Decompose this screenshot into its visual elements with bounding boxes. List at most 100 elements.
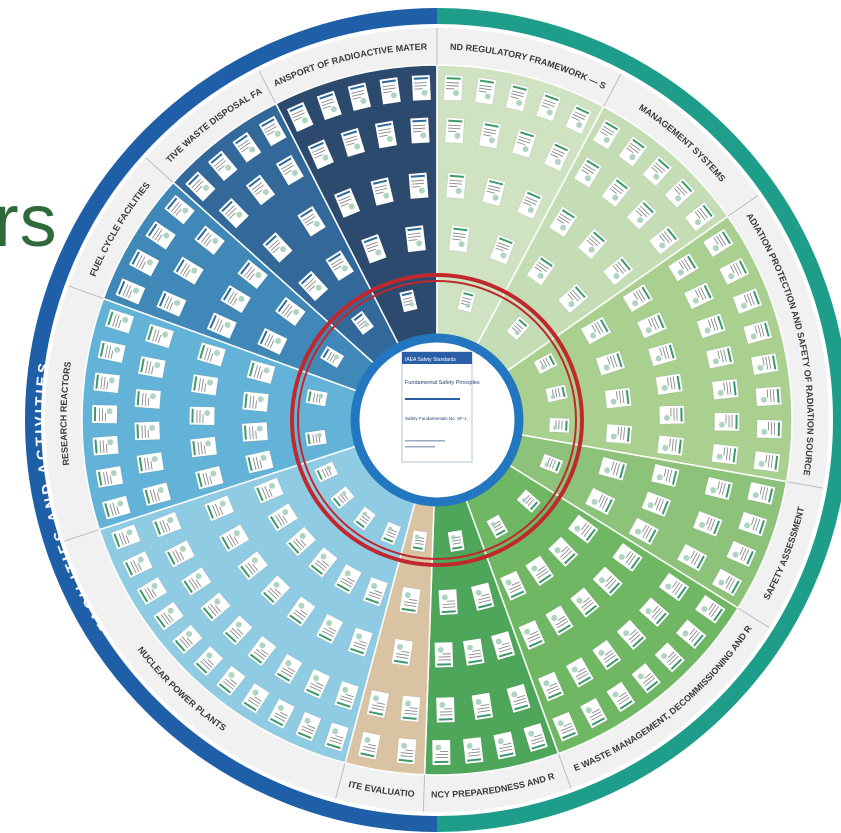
document-thumbnail[interactable]	[447, 529, 465, 553]
document-thumbnail[interactable]	[316, 90, 343, 121]
document-thumbnail[interactable]	[313, 461, 339, 483]
document-thumbnail[interactable]	[101, 495, 132, 520]
document-thumbnail[interactable]	[742, 319, 773, 345]
document-thumbnail[interactable]	[462, 638, 485, 667]
document-thumbnail[interactable]	[548, 417, 570, 434]
document-thumbnail[interactable]	[516, 188, 544, 220]
document-thumbnail[interactable]	[323, 722, 350, 752]
document-thumbnail[interactable]	[457, 289, 477, 313]
document-thumbnail[interactable]	[171, 624, 203, 655]
document-thumbnail[interactable]	[658, 405, 685, 425]
document-thumbnail[interactable]	[155, 289, 187, 318]
document-thumbnail[interactable]	[692, 510, 723, 538]
document-thumbnail[interactable]	[219, 284, 252, 314]
document-thumbnail[interactable]	[370, 176, 395, 207]
document-thumbnail[interactable]	[654, 641, 686, 674]
document-thumbnail[interactable]	[547, 536, 579, 568]
document-thumbnail[interactable]	[409, 117, 430, 144]
document-thumbnail[interactable]	[92, 372, 121, 394]
document-thumbnail[interactable]	[702, 228, 735, 258]
document-thumbnail[interactable]	[315, 613, 344, 645]
document-thumbnail[interactable]	[362, 576, 389, 607]
document-thumbnail[interactable]	[448, 225, 470, 253]
document-thumbnail[interactable]	[684, 201, 716, 232]
document-thumbnail[interactable]	[755, 386, 783, 407]
document-thumbnail[interactable]	[207, 150, 239, 182]
document-thumbnail[interactable]	[294, 711, 322, 742]
document-thumbnail[interactable]	[333, 680, 360, 711]
document-thumbnail[interactable]	[524, 555, 555, 587]
document-thumbnail[interactable]	[573, 156, 603, 189]
document-thumbnail[interactable]	[329, 485, 355, 510]
document-thumbnail[interactable]	[725, 540, 757, 568]
document-thumbnail[interactable]	[526, 254, 556, 286]
document-thumbnail[interactable]	[606, 681, 636, 713]
document-thumbnail[interactable]	[244, 449, 274, 474]
document-thumbnail[interactable]	[303, 668, 331, 700]
document-thumbnail[interactable]	[499, 570, 528, 602]
document-thumbnail[interactable]	[275, 154, 305, 186]
document-thumbnail[interactable]	[535, 91, 562, 122]
document-thumbnail[interactable]	[262, 231, 293, 264]
document-thumbnail[interactable]	[366, 689, 390, 719]
document-thumbnail[interactable]	[489, 234, 516, 265]
document-thumbnail[interactable]	[622, 283, 654, 313]
document-thumbnail[interactable]	[122, 550, 154, 579]
document-thumbnail[interactable]	[95, 465, 124, 489]
document-thumbnail[interactable]	[304, 429, 328, 447]
document-thumbnail[interactable]	[505, 315, 531, 341]
document-thumbnail[interactable]	[136, 451, 165, 474]
document-thumbnail[interactable]	[711, 568, 743, 597]
document-thumbnail[interactable]	[592, 565, 624, 597]
document-thumbnail[interactable]	[438, 588, 459, 616]
document-thumbnail[interactable]	[611, 542, 644, 573]
document-thumbnail[interactable]	[564, 103, 593, 135]
document-thumbnail[interactable]	[189, 436, 218, 458]
document-thumbnail[interactable]	[631, 662, 662, 695]
document-thumbnail[interactable]	[704, 476, 734, 501]
document-thumbnail[interactable]	[194, 465, 224, 490]
document-thumbnail[interactable]	[256, 327, 288, 356]
document-thumbnail[interactable]	[259, 574, 291, 607]
document-thumbnail[interactable]	[522, 722, 549, 753]
document-thumbnail[interactable]	[683, 281, 715, 310]
document-thumbnail[interactable]	[236, 259, 269, 290]
center-document[interactable]: IAEA Safety Standards Fundamental Safety…	[401, 351, 480, 463]
document-thumbnail[interactable]	[246, 359, 276, 385]
document-thumbnail[interactable]	[408, 172, 429, 200]
document-thumbnail[interactable]	[215, 665, 247, 697]
document-thumbnail[interactable]	[305, 388, 328, 407]
document-thumbnail[interactable]	[470, 582, 495, 612]
document-thumbnail[interactable]	[444, 117, 465, 144]
document-thumbnail[interactable]	[319, 345, 345, 369]
document-thumbnail[interactable]	[357, 731, 381, 760]
document-thumbnail[interactable]	[641, 491, 672, 518]
document-thumbnail[interactable]	[577, 228, 609, 260]
document-thumbnail[interactable]	[172, 256, 205, 286]
document-thumbnail[interactable]	[136, 576, 168, 606]
document-thumbnail[interactable]	[307, 546, 338, 579]
document-thumbnail[interactable]	[746, 481, 776, 506]
document-thumbnail[interactable]	[253, 477, 285, 505]
document-thumbnail[interactable]	[518, 619, 546, 651]
document-thumbnail[interactable]	[190, 373, 219, 396]
document-thumbnail[interactable]	[333, 187, 361, 219]
document-thumbnail[interactable]	[286, 101, 314, 133]
document-thumbnail[interactable]	[333, 563, 363, 595]
document-thumbnail[interactable]	[199, 591, 232, 623]
document-thumbnail[interactable]	[650, 463, 680, 488]
document-thumbnail[interactable]	[241, 421, 269, 443]
document-thumbnail[interactable]	[206, 312, 238, 340]
document-thumbnail[interactable]	[569, 586, 601, 619]
document-thumbnail[interactable]	[667, 252, 700, 282]
document-thumbnail[interactable]	[656, 435, 685, 457]
document-thumbnail[interactable]	[91, 404, 118, 424]
document-thumbnail[interactable]	[141, 482, 172, 507]
document-thumbnail[interactable]	[184, 170, 216, 202]
document-thumbnail[interactable]	[647, 341, 678, 367]
document-thumbnail[interactable]	[705, 345, 735, 370]
document-thumbnail[interactable]	[232, 131, 262, 163]
document-thumbnail[interactable]	[506, 683, 532, 714]
document-thumbnail[interactable]	[285, 526, 317, 557]
document-thumbnail[interactable]	[296, 205, 327, 237]
